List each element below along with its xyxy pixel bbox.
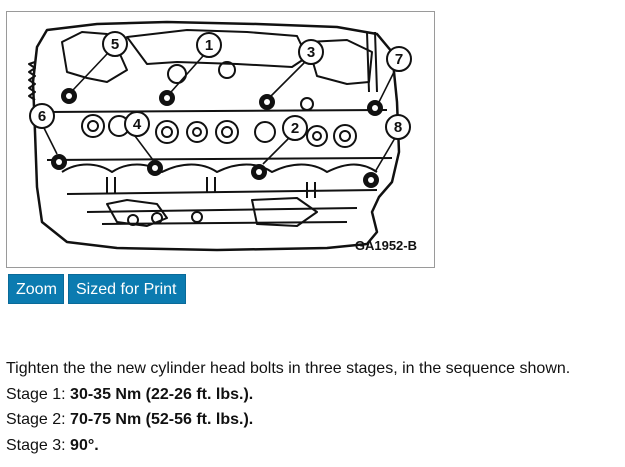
stage-2-value: 70-75 Nm (52-56 ft. lbs.).: [70, 411, 254, 428]
callout-3: 3: [307, 44, 315, 61]
stage-2-label: Stage 2:: [6, 411, 71, 428]
callout-7: 7: [395, 51, 403, 68]
instructions-block: Tighten the the new cylinder head bolts …: [6, 356, 618, 458]
sized-for-print-button[interactable]: Sized for Print: [68, 274, 186, 304]
callout-2: 2: [291, 120, 299, 137]
stage-3: Stage 3: 90°.: [6, 433, 618, 459]
cylinder-head-diagram: 5 1 3 7 6 4 2 8 GA1952-B: [6, 11, 435, 268]
stage-3-label: Stage 3:: [6, 436, 71, 454]
instructions-intro: Tighten the the new cylinder head bolts …: [6, 360, 571, 377]
stage-3-value: 90°.: [70, 436, 99, 454]
stage-1: Stage 1: 30-35 Nm (22-26 ft. lbs.).: [6, 382, 618, 408]
callout-4: 4: [133, 116, 142, 133]
callout-6: 6: [38, 108, 46, 125]
callout-8: 8: [394, 119, 402, 136]
figure-code: GA1952-B: [355, 238, 417, 253]
zoom-button[interactable]: Zoom: [8, 274, 64, 304]
stage-1-label: Stage 1:: [6, 385, 71, 403]
stage-1-value: 30-35 Nm (22-26 ft. lbs.).: [70, 385, 254, 403]
callout-1: 1: [205, 37, 213, 54]
diagram-drawing: 5 1 3 7 6 4 2 8 GA1952-B: [28, 20, 417, 253]
stage-2: Stage 2: 70-75 Nm (52-56 ft. lbs.).: [6, 407, 618, 433]
callout-5: 5: [111, 36, 119, 53]
